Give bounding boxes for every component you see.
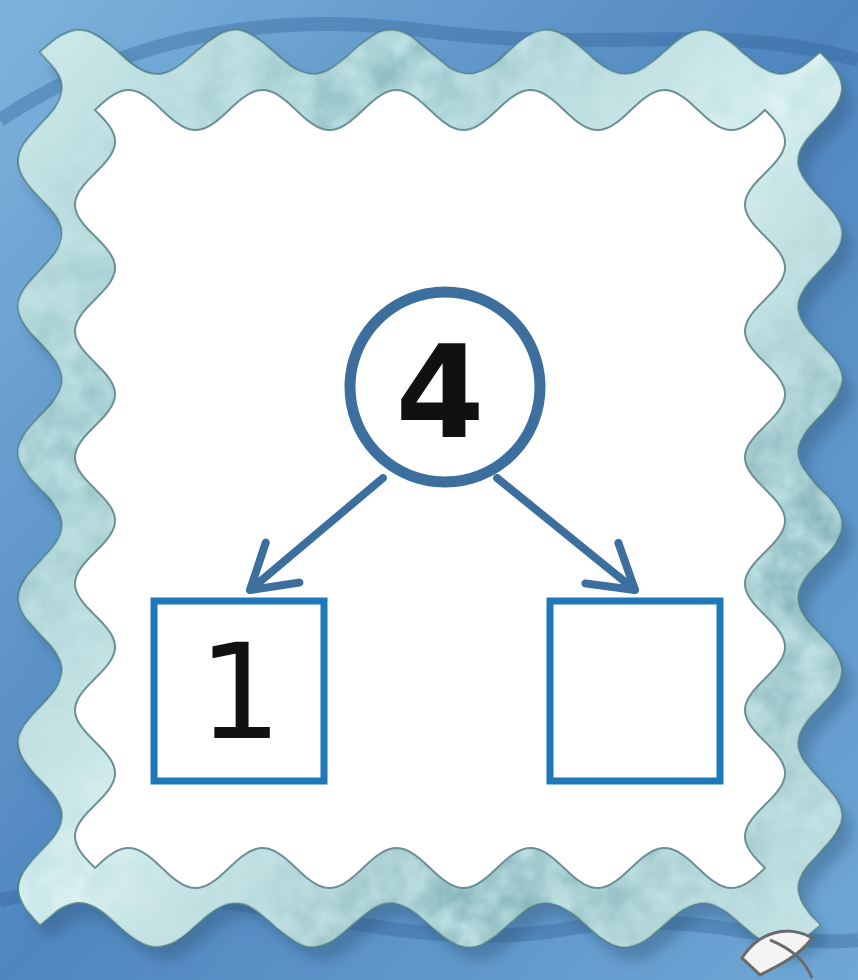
- arrow-right: [493, 474, 639, 594]
- whole-circle: [344, 286, 546, 488]
- arrow-group: [246, 474, 639, 594]
- arrow-left: [246, 474, 387, 594]
- part-box-left: [150, 597, 328, 785]
- page-curl-decoration: [740, 929, 815, 979]
- part-number-left: 1: [198, 616, 282, 770]
- part-box-right[interactable]: [546, 597, 724, 785]
- whole-number: 4: [395, 319, 484, 468]
